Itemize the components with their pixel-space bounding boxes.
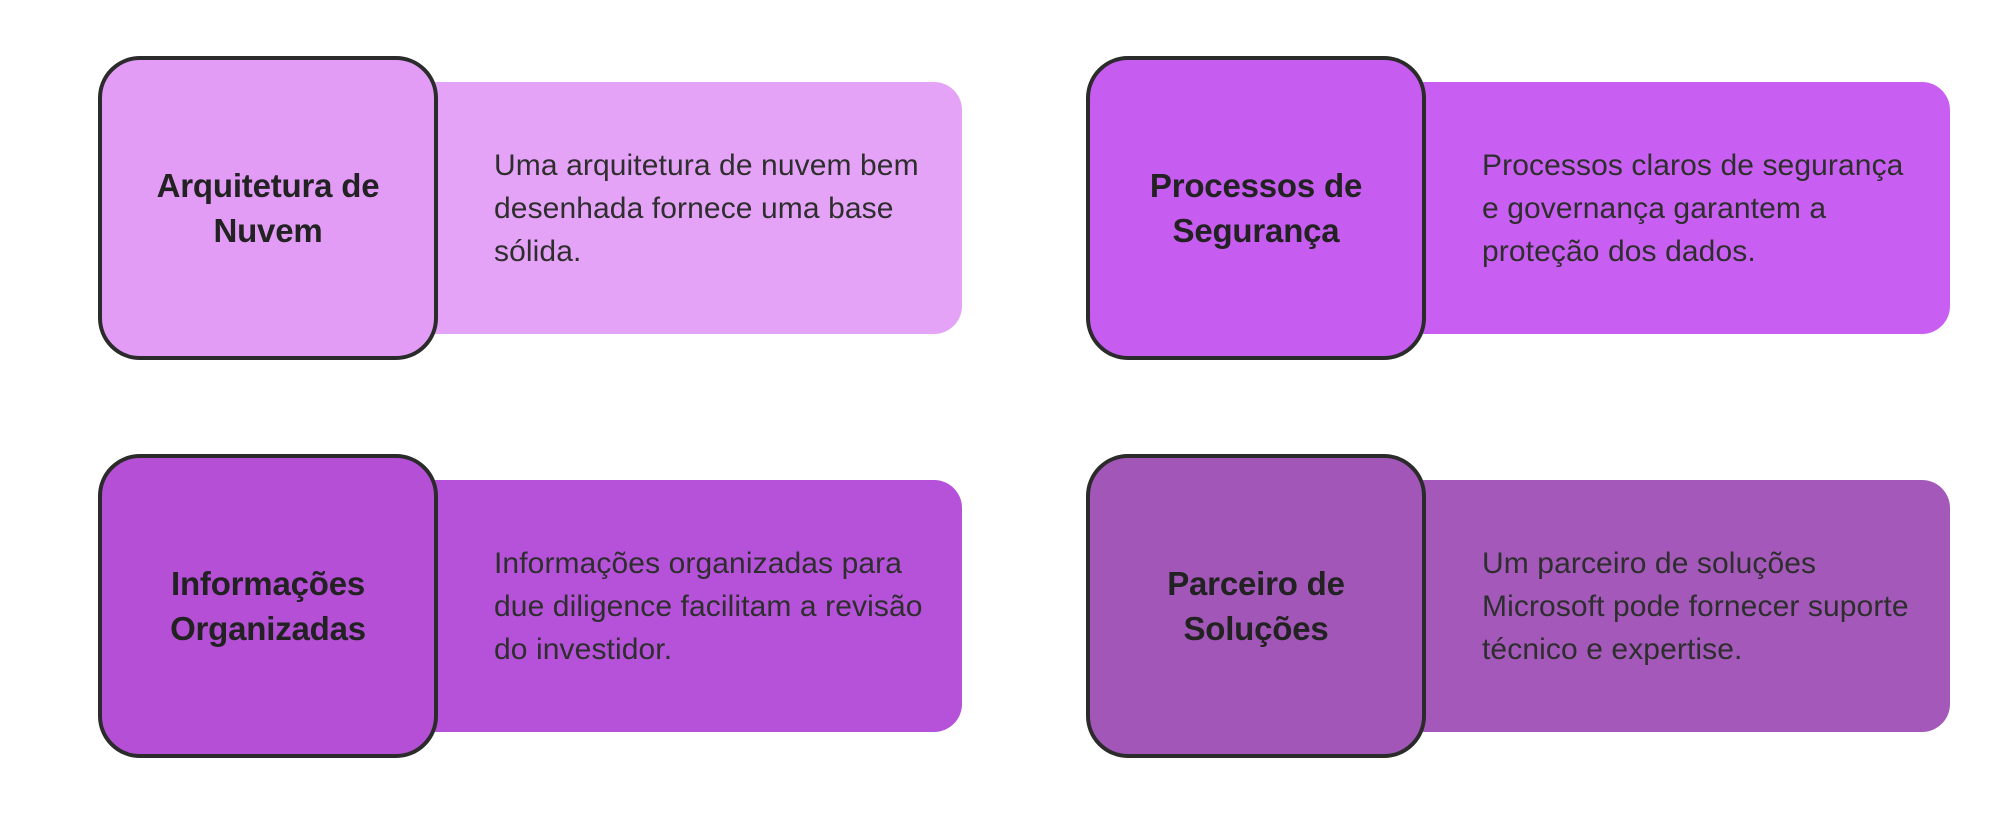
card-1-title-text: Arquitetura de Nuvem	[156, 167, 380, 249]
card-2-description-text: Processos claros de segurança e governan…	[1482, 148, 1904, 268]
infographic-card-4[interactable]: Um parceiro de soluções Microsoft pode f…	[1086, 454, 1950, 758]
card-1-description-text: Uma arquitetura de nuvem bem desenhada f…	[494, 148, 919, 268]
card-1-description-panel: Uma arquitetura de nuvem bem desenhada f…	[432, 82, 962, 334]
infographic-card-1[interactable]: Uma arquitetura de nuvem bem desenhada f…	[98, 56, 962, 360]
card-4-title-tile[interactable]: Parceiro de Soluções	[1086, 454, 1426, 758]
card-2-description-panel: Processos claros de segurança e governan…	[1420, 82, 1950, 334]
card-4-description-text: Um parceiro de soluções Microsoft pode f…	[1482, 546, 1909, 666]
card-3-description-text: Informações organizadas para due diligen…	[494, 546, 923, 666]
infographic-card-2[interactable]: Processos claros de segurança e governan…	[1086, 56, 1950, 360]
infographic-card-3[interactable]: Informações organizadas para due diligen…	[98, 454, 962, 758]
card-2-title-tile[interactable]: Processos de Segurança	[1086, 56, 1426, 360]
card-3-title-text: Informações Organizadas	[170, 565, 366, 647]
card-2-title-text: Processos de Segurança	[1149, 167, 1363, 249]
card-1-title-tile[interactable]: Arquitetura de Nuvem	[98, 56, 438, 360]
card-4-description-panel: Um parceiro de soluções Microsoft pode f…	[1420, 480, 1950, 732]
card-3-description-panel: Informações organizadas para due diligen…	[432, 480, 962, 732]
card-4-title-text: Parceiro de Soluções	[1167, 565, 1345, 647]
card-3-title-tile[interactable]: Informações Organizadas	[98, 454, 438, 758]
